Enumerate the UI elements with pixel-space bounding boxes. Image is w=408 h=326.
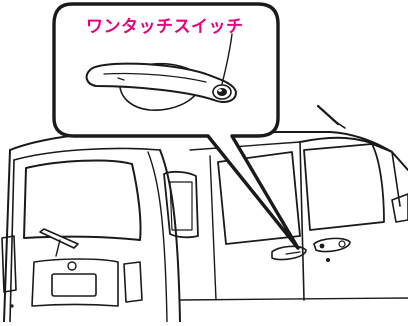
rear-emblem — [68, 262, 76, 270]
side-mirror — [392, 194, 408, 222]
slide-door-edge — [210, 156, 216, 300]
callout-balloon — [54, 4, 298, 248]
tail-light-left — [2, 236, 16, 292]
license-plate-recess — [32, 259, 118, 306]
license-plate — [52, 274, 96, 296]
front-door-window — [304, 144, 384, 230]
one-touch-switch-icon — [213, 85, 231, 99]
tail-light-right — [124, 262, 142, 302]
slide-door-handle — [272, 246, 306, 259]
rear-window — [24, 161, 141, 240]
one-touch-switch-label: ワンタッチスイッチ — [86, 12, 244, 37]
front-door-handle — [314, 238, 350, 262]
van-body — [4, 106, 408, 322]
